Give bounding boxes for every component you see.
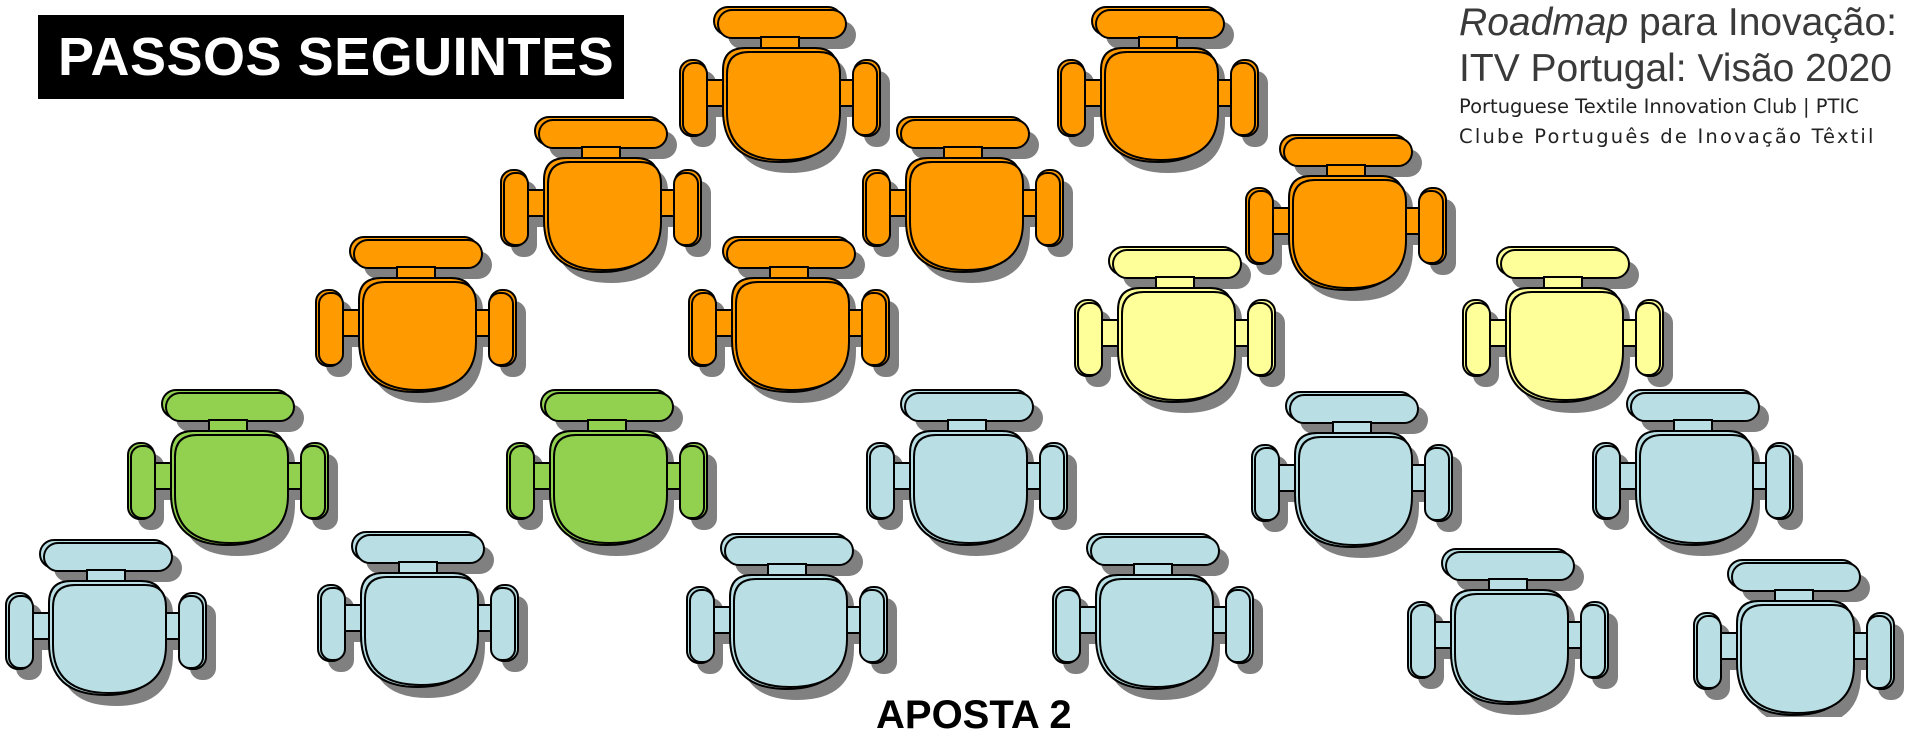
chair-orange-icon xyxy=(1246,135,1456,301)
chair-orange-icon xyxy=(501,117,711,283)
chair-orange-icon xyxy=(689,237,899,403)
chair-green-icon xyxy=(128,390,338,556)
chair-orange-icon xyxy=(316,237,526,403)
chair-light-blue-icon xyxy=(867,390,1077,556)
chair-yellow-icon xyxy=(1075,247,1285,413)
chair-orange-icon xyxy=(863,117,1073,283)
chair-yellow-icon xyxy=(1463,247,1673,413)
chair-orange-icon xyxy=(1058,7,1268,173)
chair-light-blue-icon xyxy=(687,534,897,700)
chairs-diagram xyxy=(0,0,1913,717)
chair-light-blue-icon xyxy=(1694,560,1904,717)
bottom-label: APOSTA 2 xyxy=(876,690,1072,740)
chair-light-blue-icon xyxy=(1593,390,1803,556)
chair-light-blue-icon xyxy=(6,540,216,706)
chair-light-blue-icon xyxy=(1252,392,1462,558)
chair-light-blue-icon xyxy=(1408,549,1618,715)
chair-green-icon xyxy=(507,390,717,556)
chair-light-blue-icon xyxy=(318,532,528,698)
chair-orange-icon xyxy=(680,7,890,173)
chair-light-blue-icon xyxy=(1053,534,1263,700)
